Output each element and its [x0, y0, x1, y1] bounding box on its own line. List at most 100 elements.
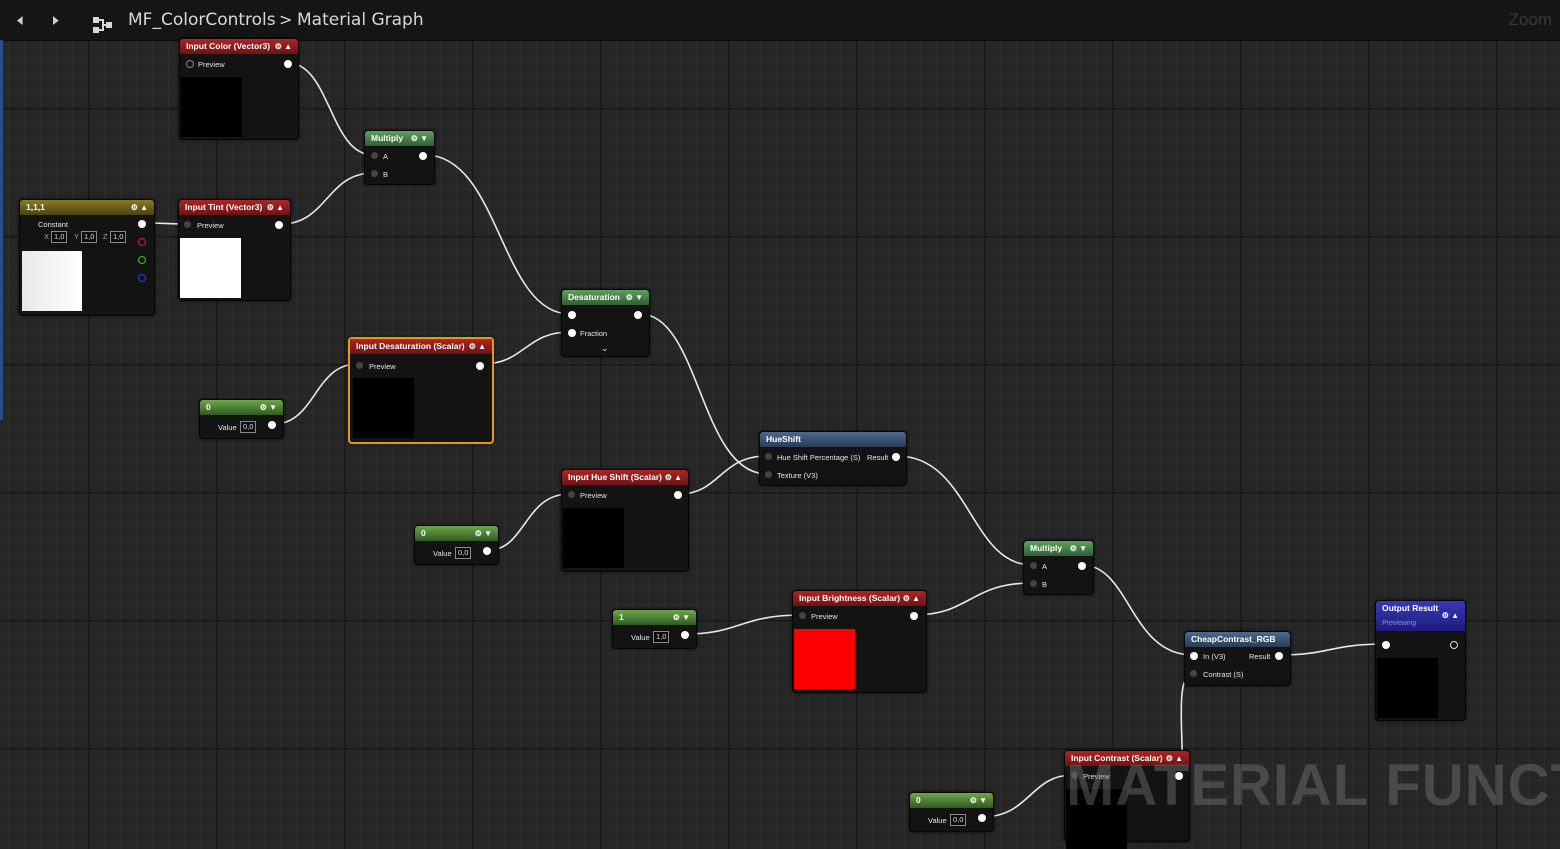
output-pin[interactable] [1450, 641, 1458, 649]
node-header: 0⚙ ▼ [415, 526, 498, 541]
value-input[interactable]: 0,0 [950, 814, 967, 826]
node-input-brightness[interactable]: Input Brightness (Scalar)⚙ ▲ Preview [792, 590, 927, 693]
value-input[interactable]: 1,0 [653, 631, 670, 643]
input-pin-contrast[interactable] [1190, 670, 1197, 677]
input-pin[interactable] [184, 221, 191, 228]
value-input[interactable]: 0,0 [240, 421, 257, 433]
wire-scalar-to-inputbright [685, 614, 803, 635]
node-input-hue-shift[interactable]: Input Hue Shift (Scalar)⚙ ▲ Preview [561, 469, 689, 572]
y-value-input[interactable]: 1,0 [81, 231, 98, 243]
node-header: Multiply⚙ ▼ [365, 131, 434, 146]
input-pin[interactable] [356, 362, 363, 369]
node-header: 1,1,1⚙ ▲ [20, 200, 154, 215]
input-pin-a[interactable] [1030, 562, 1037, 569]
wire-contrast-to-output [1279, 643, 1386, 656]
wire-inputbright-to-multiply2 [913, 582, 1033, 616]
output-pin[interactable] [476, 362, 484, 370]
node-desaturation[interactable]: Desaturation⚙ ▼ Fraction ⌄ [561, 289, 650, 357]
input-pin-hue[interactable] [765, 453, 772, 460]
input-pin[interactable] [799, 612, 806, 619]
input-pin-b[interactable] [1030, 580, 1037, 587]
node-output-result[interactable]: Output Result⚙ ▲ Previewing [1375, 600, 1466, 721]
wire-inputhue-to-hue [678, 455, 768, 495]
input-pin-fraction[interactable] [568, 329, 576, 337]
preview-swatch [563, 508, 624, 568]
node-input-contrast[interactable]: Input Contrast (Scalar)⚙ ▲ Preview [1064, 750, 1190, 849]
pin-label: In (V3) [1203, 652, 1226, 661]
z-value-input[interactable]: 1,0 [110, 231, 127, 243]
output-pin[interactable] [1078, 562, 1086, 570]
wire-tint-to-multiply [280, 172, 374, 225]
input-pin-b[interactable] [371, 170, 378, 177]
node-header: Desaturation⚙ ▼ [562, 290, 649, 305]
node-scalar-brightness[interactable]: 1⚙ ▼ Value 1,0 [612, 609, 697, 649]
wire-color-to-multiply [287, 62, 374, 156]
output-pin[interactable] [268, 421, 276, 429]
node-constant3[interactable]: 1,1,1⚙ ▲ Constant X 1,0 Y 1,0 Z 1,0 [19, 199, 155, 316]
preview-swatch [1377, 658, 1438, 718]
node-input-tint[interactable]: Input Tint (Vector3)⚙ ▲ Preview [178, 199, 291, 301]
preview-swatch [22, 251, 82, 311]
output-pin[interactable] [1275, 652, 1283, 660]
preview-swatch [181, 77, 242, 137]
input-pin-in[interactable] [1190, 652, 1198, 660]
breadcrumb-asset[interactable]: MF_ColorControls [128, 10, 276, 30]
node-multiply-1[interactable]: Multiply⚙ ▼ A B [364, 130, 435, 185]
output-pin[interactable] [910, 612, 918, 620]
output-pin[interactable] [1175, 772, 1183, 780]
value-label: Value [433, 549, 452, 558]
z-label: Z [103, 232, 108, 241]
back-arrow-icon[interactable]: 🢐 [16, 8, 24, 32]
node-cheap-contrast[interactable]: CheapContrast_RGB In (V3) Contrast (S) R… [1184, 631, 1291, 686]
node-scalar-desaturation[interactable]: 0⚙ ▼ Value 0,0 [199, 399, 284, 439]
preview-swatch [353, 378, 414, 438]
output-pin[interactable] [483, 547, 491, 555]
pin-label: Preview [580, 491, 607, 500]
node-input-color[interactable]: Input Color (Vector3)⚙ ▲ Preview [179, 38, 299, 140]
node-scalar-hue[interactable]: 0⚙ ▼ Value 0,0 [414, 525, 499, 565]
y-label: Y [74, 232, 80, 241]
output-pin-r[interactable] [138, 238, 146, 246]
node-hueshift[interactable]: HueShift Hue Shift Percentage (S) Textur… [759, 431, 907, 486]
node-header: 0⚙ ▼ [200, 400, 283, 415]
pin-label: Fraction [580, 329, 608, 338]
output-pin[interactable] [978, 814, 986, 822]
wire-inputdesat-to-fraction [481, 331, 571, 365]
output-pin-g[interactable] [138, 256, 146, 264]
output-pin[interactable] [284, 60, 292, 68]
output-pin[interactable] [419, 152, 427, 160]
forward-arrow-icon[interactable]: 🢒 [52, 8, 60, 32]
node-header: Input Color (Vector3)⚙ ▲ [180, 39, 298, 54]
input-pin-a[interactable] [371, 152, 378, 159]
output-pin[interactable] [634, 311, 642, 319]
preview-swatch [180, 238, 241, 298]
pin-label: A [1042, 562, 1048, 571]
output-pin-b[interactable] [138, 274, 146, 282]
value-label: Value [218, 423, 237, 432]
input-pin[interactable] [1071, 772, 1078, 779]
input-pin[interactable] [568, 311, 576, 319]
input-pin[interactable] [186, 60, 194, 68]
node-header: CheapContrast_RGB [1185, 632, 1290, 647]
expand-chevron-icon[interactable]: ⌄ [601, 343, 609, 353]
connection-wires [145, 62, 1386, 818]
zoom-label: Zoom [1508, 10, 1552, 29]
output-pin[interactable] [138, 220, 146, 228]
node-scalar-contrast[interactable]: 0⚙ ▼ Value 0,0 [909, 792, 994, 832]
breadcrumb-graph[interactable]: Material Graph [297, 10, 424, 30]
node-header: HueShift [760, 432, 906, 447]
viewport-edge [0, 40, 3, 420]
pin-label: Preview [1083, 772, 1110, 781]
output-pin[interactable] [674, 491, 682, 499]
node-input-desaturation[interactable]: Input Desaturation (Scalar)⚙ ▲ Preview [348, 337, 494, 444]
output-pin[interactable] [681, 631, 689, 639]
output-pin[interactable] [892, 453, 900, 461]
input-pin[interactable] [1382, 641, 1390, 649]
node-multiply-2[interactable]: Multiply⚙ ▼ A B [1023, 540, 1094, 595]
input-pin[interactable] [568, 491, 575, 498]
input-pin-texture[interactable] [765, 471, 772, 478]
value-input[interactable]: 0,0 [455, 547, 472, 559]
output-pin[interactable] [275, 221, 283, 229]
x-value-input[interactable]: 1,0 [51, 231, 68, 243]
pin-label: Preview [811, 612, 838, 621]
